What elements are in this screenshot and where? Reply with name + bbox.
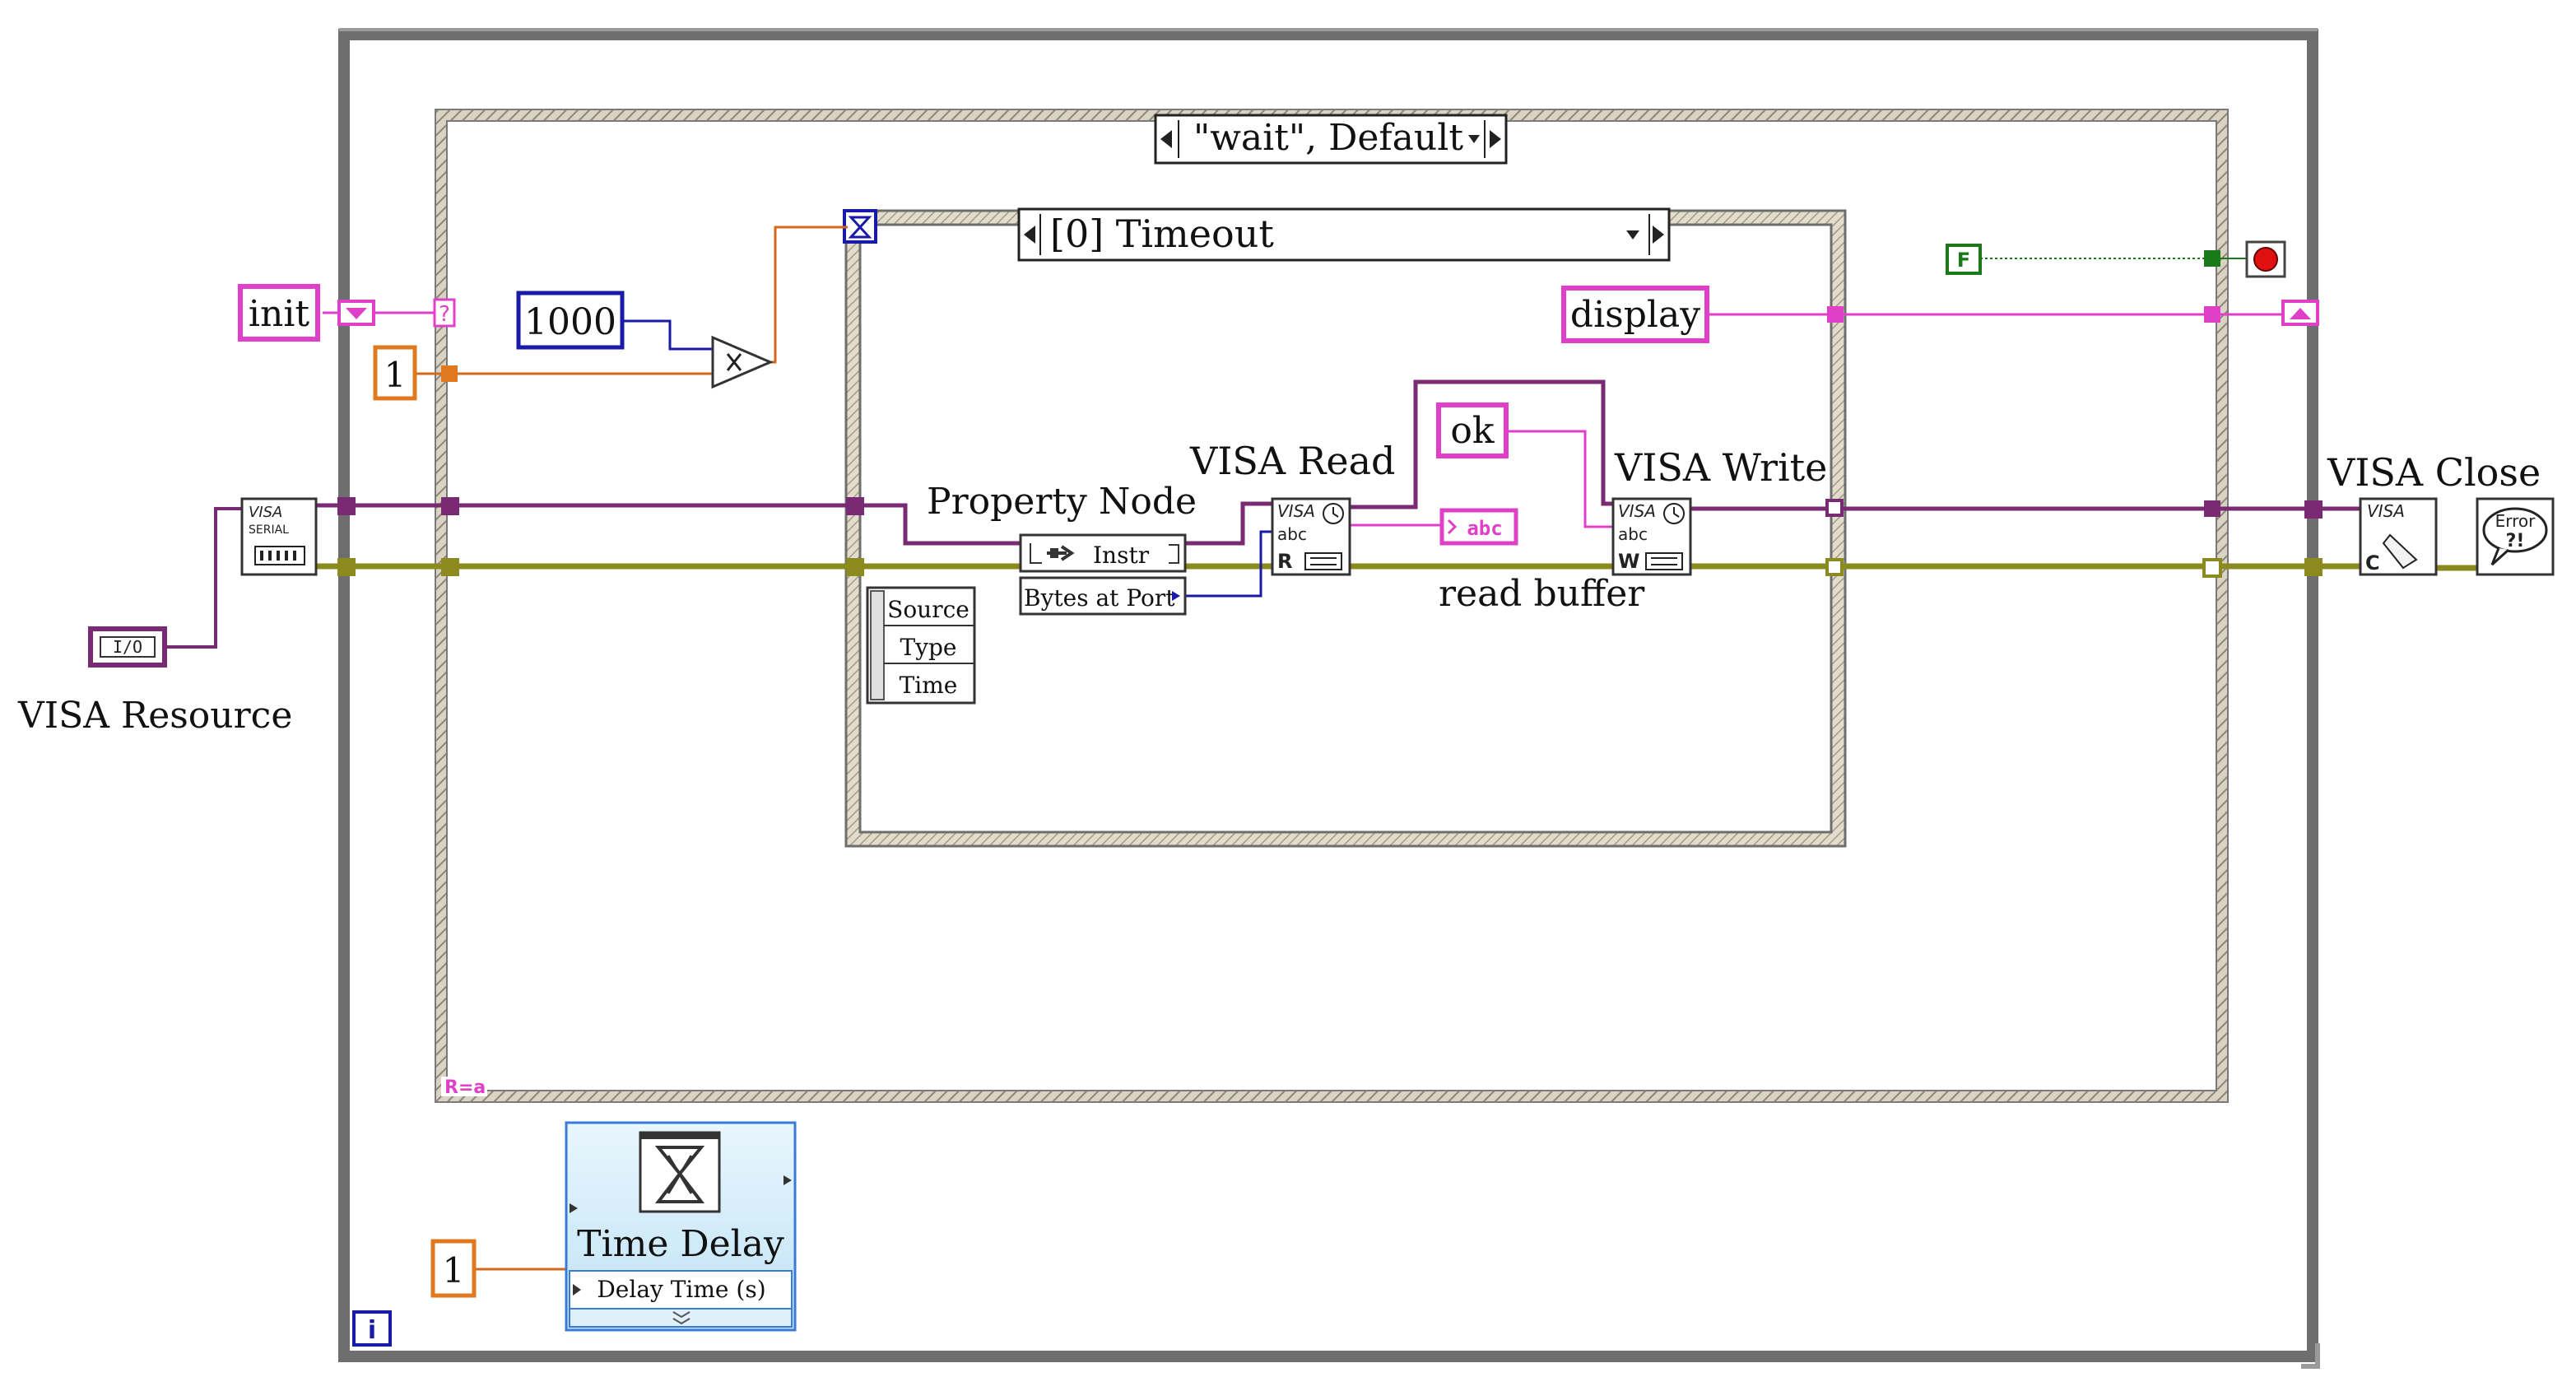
- numeric-constant-one-top[interactable]: 1: [373, 345, 417, 401]
- svg-text:R: R: [1277, 550, 1292, 573]
- visa-write-label: VISA Write: [1614, 445, 1827, 490]
- visa-resource-control[interactable]: I/O: [88, 626, 167, 668]
- ok-string-constant[interactable]: ok: [1436, 402, 1509, 458]
- svg-text:1: 1: [443, 1250, 465, 1291]
- svg-text:W: W: [1618, 550, 1639, 573]
- property-node[interactable]: Instr Bytes at Port: [1019, 533, 1187, 616]
- error-handler-node[interactable]: Error ?!: [2476, 497, 2555, 576]
- svg-text:Bytes at Port: Bytes at Port: [1024, 584, 1175, 612]
- svg-text:SERIAL: SERIAL: [249, 523, 289, 537]
- svg-text:i: i: [368, 1316, 376, 1345]
- property-node-label: Property Node: [927, 481, 1197, 523]
- svg-text:init: init: [249, 293, 309, 335]
- svg-text:?!: ?!: [2506, 531, 2525, 551]
- svg-text:VISA: VISA: [2367, 501, 2405, 521]
- event-data-source: Source: [887, 596, 969, 623]
- svg-text:ok: ok: [1450, 410, 1494, 452]
- visa-close-label: VISA Close: [2327, 450, 2541, 495]
- case-selector-tunnel: ?: [433, 298, 456, 328]
- case-selector[interactable]: "wait", Default: [1154, 114, 1508, 165]
- visa-close-node[interactable]: VISA C: [2359, 497, 2438, 576]
- svg-text:abc: abc: [1277, 524, 1307, 544]
- event-next-arrow-icon[interactable]: [1653, 226, 1664, 244]
- case-next-arrow-icon[interactable]: [1490, 130, 1501, 148]
- visa-resource-label: VISA Resource: [17, 695, 292, 737]
- svg-text:display: display: [1570, 294, 1700, 336]
- numeric-constant-1000[interactable]: 1000: [516, 291, 625, 350]
- svg-text:Delay Time (s): Delay Time (s): [597, 1276, 765, 1303]
- case-default-marker: R=a: [441, 1077, 487, 1098]
- read-buffer-indicator: abc: [1439, 508, 1518, 546]
- svg-text:1: 1: [384, 355, 407, 395]
- false-boolean-constant[interactable]: F: [1946, 244, 1982, 275]
- svg-text:abc: abc: [1467, 517, 1502, 540]
- event-dropdown-icon[interactable]: [1626, 230, 1639, 240]
- svg-text:?: ?: [439, 302, 450, 327]
- svg-text:Time Delay: Time Delay: [577, 1223, 784, 1265]
- shift-register-right: [2281, 300, 2319, 326]
- display-string-constant[interactable]: display: [1561, 286, 1709, 343]
- read-buffer-label: read buffer: [1439, 573, 1645, 615]
- svg-text:Instr: Instr: [1093, 542, 1150, 569]
- close-icon: [2382, 533, 2418, 570]
- visa-read-node[interactable]: VISA abc R: [1271, 497, 1351, 576]
- svg-text:F: F: [1957, 249, 1970, 272]
- wires: [161, 226, 2477, 1271]
- stop-icon: [2253, 247, 2278, 272]
- svg-text:abc: abc: [1618, 524, 1648, 544]
- event-prev-arrow-icon[interactable]: [1024, 226, 1035, 244]
- case-dropdown-icon[interactable]: [1468, 135, 1480, 143]
- multiply-icon: [726, 353, 742, 371]
- expand-chevron-icon[interactable]: [672, 1311, 690, 1325]
- tunnels: [337, 250, 2323, 578]
- timeout-terminal-hourglass-icon: [843, 209, 877, 244]
- multiply-function[interactable]: [711, 335, 774, 389]
- shift-register-down-arrow-icon: [346, 308, 367, 319]
- event-data-type: Type: [900, 634, 957, 661]
- speech-bubble-icon: [2482, 507, 2548, 553]
- svg-text:1000: 1000: [524, 301, 616, 343]
- svg-text:VISA: VISA: [1277, 501, 1315, 521]
- loop-iteration-terminal: i: [352, 1310, 392, 1347]
- visa-write-node[interactable]: VISA abc W: [1611, 497, 1692, 576]
- init-string-constant[interactable]: init: [238, 284, 320, 342]
- time-delay-express-vi[interactable]: Time Delay Delay Time (s): [565, 1121, 797, 1332]
- case-prev-arrow-icon[interactable]: [1160, 130, 1172, 148]
- visa-configure-serial-node[interactable]: VISA SERIAL: [240, 497, 318, 576]
- svg-text:"wait", Default: "wait", Default: [1193, 117, 1463, 159]
- stop-condition-terminal[interactable]: [2245, 240, 2286, 278]
- svg-text:Error: Error: [2495, 511, 2536, 531]
- numeric-constant-one-bottom[interactable]: 1: [430, 1239, 477, 1298]
- svg-text:VISA: VISA: [249, 504, 282, 521]
- shift-register-left: [337, 300, 375, 326]
- svg-text:[0] Timeout: [0] Timeout: [1050, 212, 1274, 256]
- svg-text:C: C: [2365, 551, 2380, 575]
- shift-register-up-arrow-icon: [2290, 308, 2311, 319]
- event-data-node: Source Type Time: [866, 586, 976, 705]
- svg-text:I/O: I/O: [113, 637, 142, 657]
- svg-text:VISA: VISA: [1618, 501, 1656, 521]
- event-data-time: Time: [900, 672, 958, 699]
- visa-read-label: VISA Read: [1189, 439, 1395, 483]
- while-loop-frame: [338, 28, 2320, 1369]
- event-selector[interactable]: [0] Timeout: [1017, 207, 1671, 262]
- svg-text:R=a: R=a: [444, 1077, 486, 1098]
